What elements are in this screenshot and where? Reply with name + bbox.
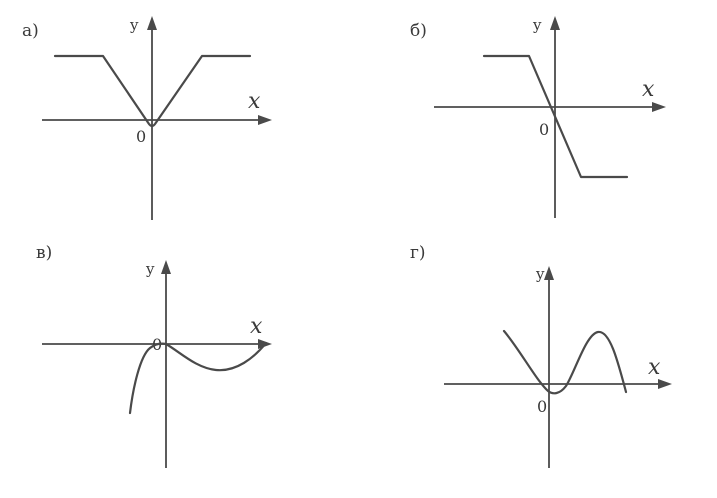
panel-b: б) y x 0 bbox=[410, 16, 666, 218]
panel-g-origin-label: 0 bbox=[537, 397, 547, 416]
panel-b-x-arrow bbox=[652, 102, 666, 112]
panel-b-x-label: x bbox=[642, 77, 655, 102]
panel-a-label: а) bbox=[22, 21, 39, 41]
panel-g-label: г) bbox=[410, 243, 426, 263]
panel-v-curve bbox=[128, 341, 268, 415]
panel-b-label: б) bbox=[410, 21, 427, 41]
panel-v-label: в) bbox=[36, 243, 52, 263]
panel-a-origin-label: 0 bbox=[136, 127, 146, 146]
panel-a-y-label: y bbox=[129, 16, 139, 34]
panel-v-y-arrow bbox=[161, 260, 171, 274]
panel-b-curve bbox=[482, 54, 629, 179]
panel-a-curve bbox=[53, 54, 252, 128]
panel-g-y-arrow bbox=[544, 266, 554, 280]
panel-a: а) y x 0 bbox=[22, 16, 272, 220]
panel-b-y-label: y bbox=[532, 16, 542, 34]
panel-g-y-label: y bbox=[535, 265, 545, 283]
panel-v-y-label: y bbox=[145, 260, 155, 278]
panel-g-x-arrow bbox=[658, 379, 672, 389]
panel-v: в) y x 0 bbox=[36, 243, 272, 468]
panel-a-x-label: x bbox=[248, 89, 261, 114]
panel-a-y-arrow bbox=[147, 16, 157, 30]
panel-g-curve bbox=[502, 329, 628, 395]
panel-v-x-label: x bbox=[250, 314, 263, 339]
panel-a-x-arrow bbox=[258, 115, 272, 125]
panel-b-y-arrow bbox=[550, 16, 560, 30]
panel-b-origin-label: 0 bbox=[539, 120, 549, 139]
panel-g: г) y x 0 bbox=[410, 243, 672, 468]
panel-g-x-label: x bbox=[648, 355, 661, 380]
